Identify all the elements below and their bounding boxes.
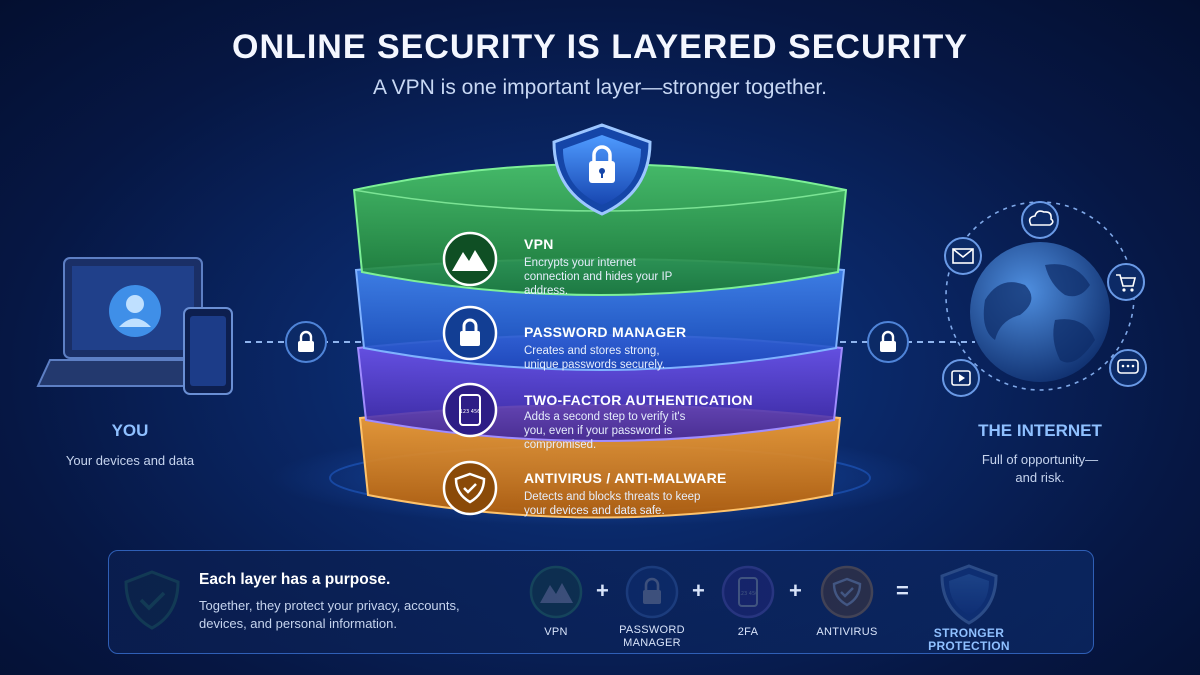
layer-antivirus-text: ANTIVIRUS / ANTI-MALWARE Detects and blo… <box>524 470 764 518</box>
layer-title: VPN <box>524 236 554 252</box>
internet-desc-line1: Full of opportunity— <box>981 452 1099 467</box>
cart-icon <box>1107 263 1145 301</box>
chat-icon <box>1109 349 1147 387</box>
plus-sign: + <box>692 578 705 603</box>
you-label: YOU Your devices and data <box>40 421 220 470</box>
svg-text:123 456: 123 456 <box>460 409 481 415</box>
globe-icon <box>970 242 1110 382</box>
layer-2fa-text: TWO-FACTOR AUTHENTICATION Adds a second … <box>524 392 764 452</box>
page-title: ONLINE SECURITY IS LAYERED SECURITY <box>232 28 968 66</box>
mountain-icon <box>442 231 498 287</box>
you-desc: Your devices and data <box>65 453 195 468</box>
layer-title: TWO-FACTOR AUTHENTICATION <box>524 392 753 408</box>
internet-desc: Full of opportunity— and risk. <box>950 451 1130 487</box>
panel-description: Together, they protect your privacy, acc… <box>199 598 460 631</box>
eq-label-password-manager: PASSWORD MANAGER <box>607 624 697 650</box>
eq-result-line: PROTECTION <box>928 639 1010 653</box>
mail-icon <box>944 237 982 275</box>
layer-desc: Creates and stores strong, unique passwo… <box>524 345 666 371</box>
layer-desc: Detects and blocks threats to keep your … <box>524 491 701 517</box>
internet-desc-line2: and risk. <box>1015 470 1065 485</box>
padlock-icon <box>442 305 498 361</box>
eq-label-line: PASSWORD <box>619 624 685 636</box>
layer-title: PASSWORD MANAGER <box>524 324 687 340</box>
phone-code-icon: 123 456 <box>442 382 498 438</box>
smartphone-icon <box>183 307 233 395</box>
eq-label-vpn: VPN <box>544 626 568 638</box>
play-icon <box>942 359 980 397</box>
plus-sign: + <box>789 578 802 603</box>
eq-result-line: STRONGER <box>933 626 1005 640</box>
panel-title: Each layer has a purpose. <box>199 571 391 588</box>
layer-title: ANTIVIRUS / ANTI-MALWARE <box>524 470 727 486</box>
layer-vpn-text: VPN Encrypts your internet connection an… <box>524 236 764 298</box>
page-subtitle: A VPN is one important layer—stronger to… <box>372 76 828 99</box>
left-lock-icon <box>285 321 327 363</box>
internet-title: THE INTERNET <box>978 421 1102 440</box>
layer-password-text: PASSWORD MANAGER Creates and stores stro… <box>524 324 764 372</box>
equals-sign: = <box>896 578 909 603</box>
layer-desc: Adds a second step to verify it's you, e… <box>524 411 686 451</box>
layer-desc: Encrypts your internet connection and hi… <box>524 257 673 297</box>
internet-label: THE INTERNET Full of opportunity— and ri… <box>950 421 1130 487</box>
eq-result-label: STRONGER PROTECTION <box>914 627 1024 653</box>
you-title: YOU <box>111 421 149 440</box>
eq-label-line: MANAGER <box>623 637 681 649</box>
eq-label-antivirus: ANTIVIRUS <box>816 626 878 638</box>
cloud-icon <box>1021 201 1059 239</box>
shield-check-icon <box>442 460 498 516</box>
right-lock-icon <box>867 321 909 363</box>
avatar-icon <box>109 285 161 337</box>
eq-label-2fa: 2FA <box>737 626 759 638</box>
top-shield-lock-icon <box>552 123 652 216</box>
plus-sign: + <box>596 578 609 603</box>
summary-panel <box>108 550 1094 654</box>
